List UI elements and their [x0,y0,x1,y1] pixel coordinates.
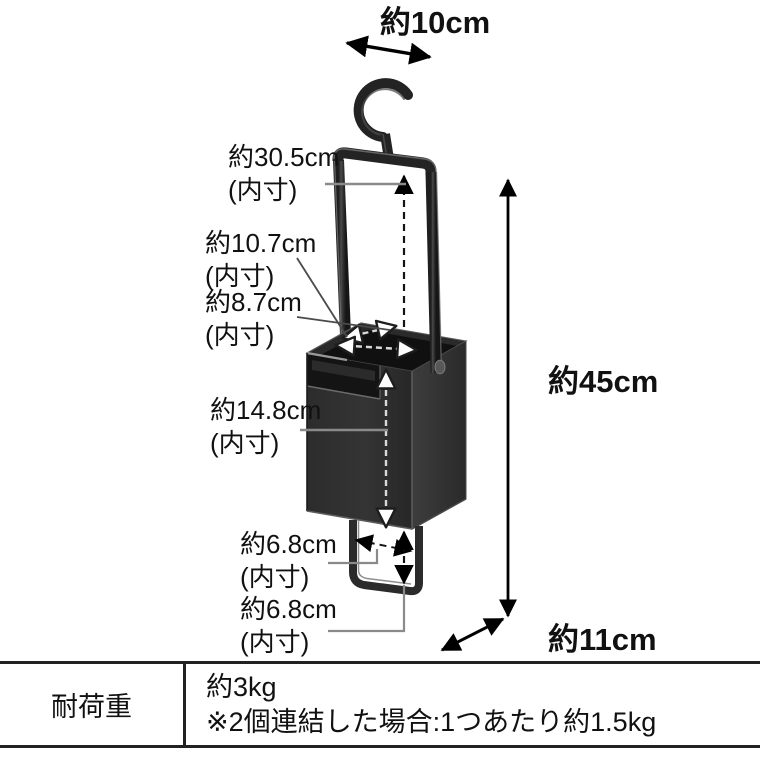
spec-table: 耐荷重 約3kg ※2個連結した場合:1つあたり約1.5kg [0,660,760,760]
dimension-label-width-top: 約10cm [380,5,490,40]
label-bracket-depth: 約6.8cm [240,529,337,559]
hanger-hook [353,78,413,160]
table-row: 耐荷重 約3kg ※2個連結した場合:1つあたり約1.5kg [0,664,760,745]
label-body-inner-height-note: (内寸) [210,428,279,458]
label-body-inner-height: 約14.8cm [210,395,321,425]
label-handle-inner-height-note: (内寸) [228,175,297,205]
spec-row-label: 耐荷重 [0,664,186,745]
label-opening-width: 約8.7cm [205,287,302,317]
bottom-u-bracket [349,520,423,596]
label-bracket-height-note: (内寸) [240,627,309,657]
dimension-opening-width [334,335,418,360]
label-bracket-depth-note: (内寸) [240,562,309,592]
frame-right-upright [425,171,446,375]
label-opening-depth-note: (内寸) [205,261,274,291]
label-opening-width-note: (内寸) [205,320,274,350]
spec-row-value: 約3kg ※2個連結した場合:1つあたり約1.5kg [186,664,760,745]
leader-opening-width [296,316,391,331]
leader-opening-depth [296,257,348,338]
table-rule-bottom [0,745,760,748]
frame-top-bar [332,147,437,178]
dimension-label-depth-bottom: 約11cm [548,622,657,657]
dimension-bracket-depth [354,534,413,557]
table-rule-top [0,661,760,664]
spec-value-line-2: ※2個連結した場合:1つあたり約1.5kg [206,706,657,737]
label-handle-inner-height: 約30.5cm [228,142,339,172]
rivet-icon [434,359,446,375]
spec-value-line-1: 約3kg [206,672,277,703]
frame-left-upright [333,159,352,349]
leader-bracket-height [328,585,406,633]
dimension-arrow-width-top [345,35,432,65]
dimension-arrow-depth-bottom [440,617,505,652]
label-bracket-height: 約6.8cm [240,594,337,624]
dimension-label-height-right: 約45cm [548,364,658,399]
product-diagram: 約10cm [205,5,658,657]
leader-bracket-depth [328,549,379,565]
label-opening-depth: 約10.7cm [205,228,316,258]
dimension-opening-depth [341,319,398,345]
